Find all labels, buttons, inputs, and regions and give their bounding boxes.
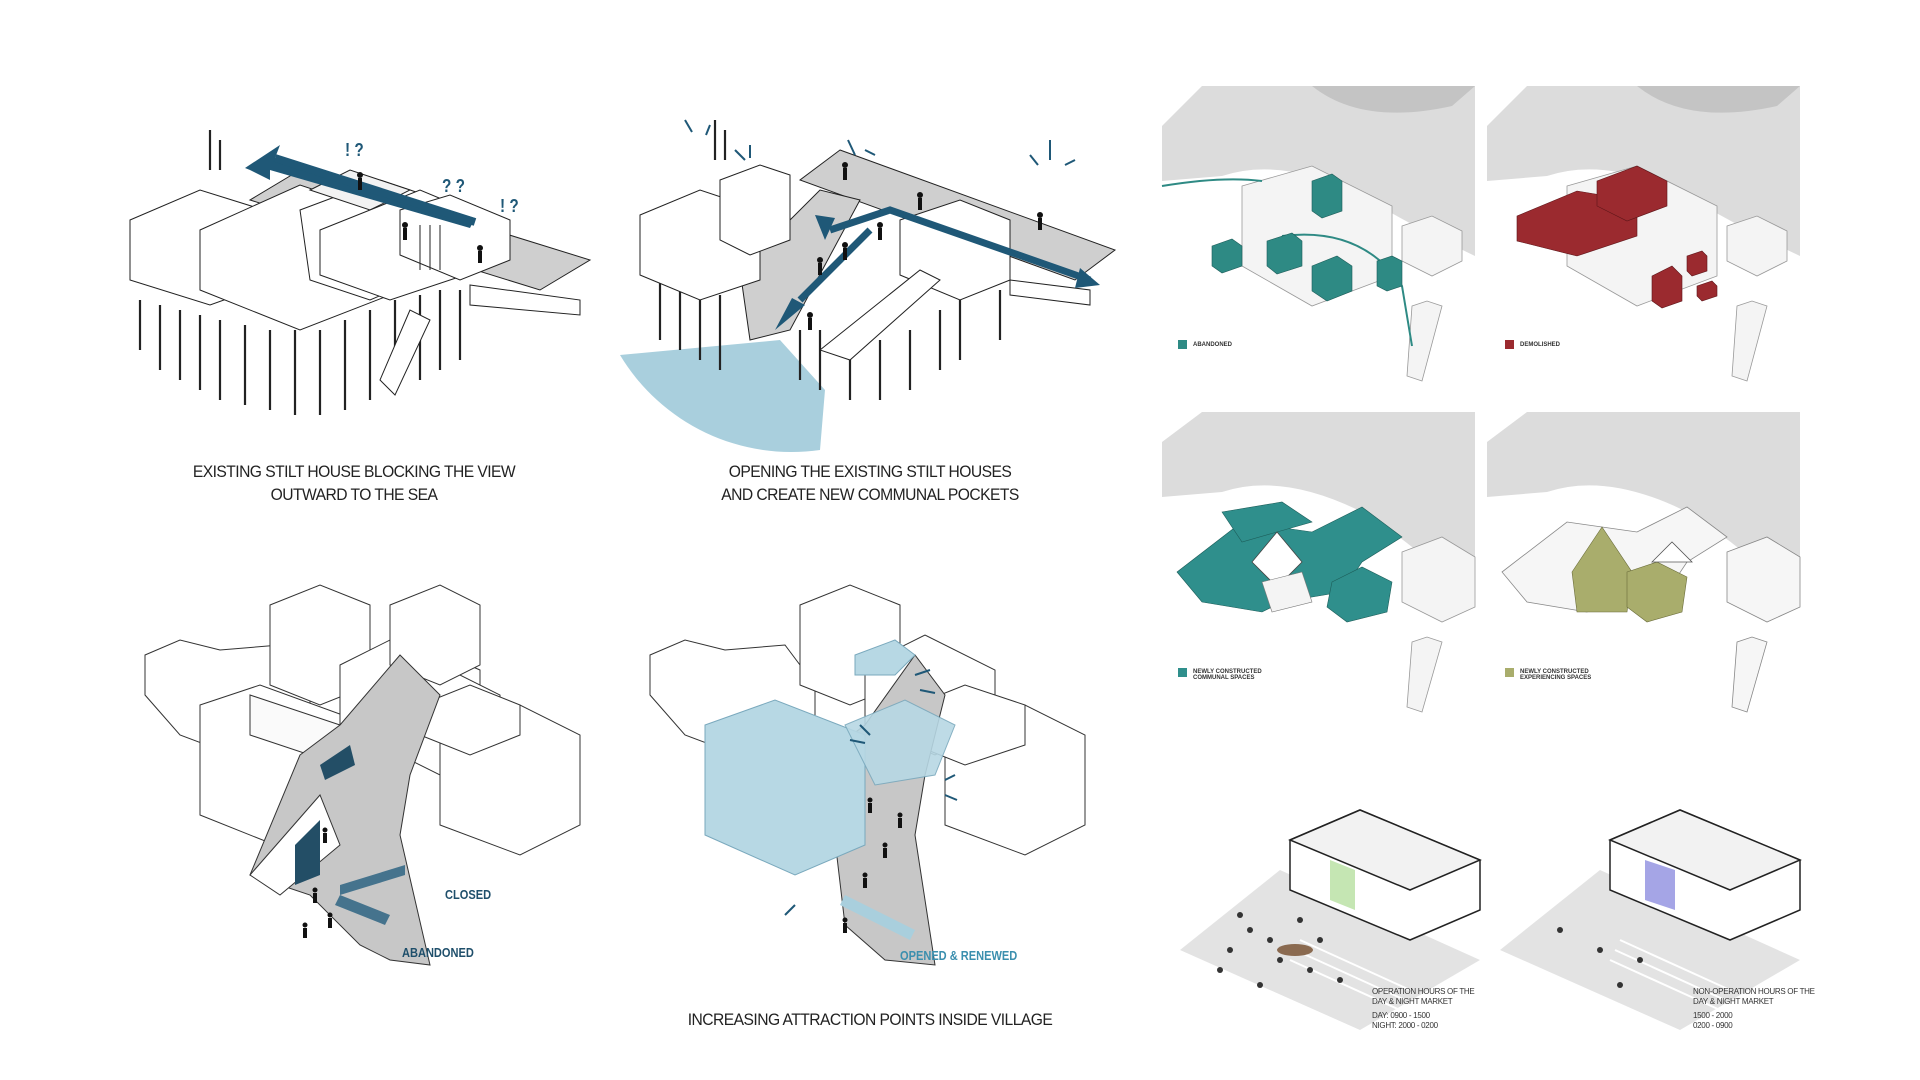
legend-swatch-demolished	[1505, 340, 1514, 349]
caption-existing-stilt-house: EXISTING STILT HOUSE BLOCKING THE VIEW O…	[170, 460, 538, 506]
caption-line: EXISTING STILT HOUSE BLOCKING THE VIEW	[192, 462, 516, 481]
legend-abandoned: ABANDONED	[1178, 340, 1232, 349]
note-title-line: DAY & NIGHT MARKET	[1372, 997, 1453, 1006]
note-title-line: DAY & NIGHT MARKET	[1693, 997, 1774, 1006]
label-closed: CLOSED	[445, 887, 492, 902]
village-closed-diagram	[144, 584, 581, 966]
legend-communal-spaces: NEWLY CONSTRUCTED COMMUNAL SPACES	[1178, 668, 1262, 681]
confused-marks-1: ! ?	[345, 140, 364, 160]
market-non-operation-hours-drawing	[1500, 809, 1802, 1030]
caption-line: OUTWARD TO THE SEA	[270, 485, 438, 504]
label-abandoned: ABANDONED	[402, 945, 474, 960]
legend-swatch-communal	[1178, 668, 1187, 677]
caption-increasing-attraction-points: INCREASING ATTRACTION POINTS INSIDE VILL…	[687, 1010, 1053, 1029]
label-opened-renewed: OPENED & RENEWED	[900, 948, 1018, 963]
legend-label: ABANDONED	[1193, 342, 1232, 348]
map-abandoned-buildings	[1161, 86, 1475, 382]
legend-label-line: COMMUNAL SPACES	[1193, 675, 1255, 681]
caption-line: OPENING THE EXISTING STILT HOUSES	[728, 462, 1012, 481]
legend-label: NEWLY CONSTRUCTED COMMUNAL SPACES	[1193, 668, 1262, 681]
legend-swatch-abandoned	[1178, 340, 1187, 349]
map-demolished-buildings	[1487, 86, 1800, 382]
legend-label: DEMOLISHED	[1520, 342, 1561, 348]
note-hours-line: NIGHT: 2000 - 0200	[1372, 1021, 1438, 1030]
legend-demolished: DEMOLISHED	[1505, 340, 1560, 349]
legend-label: NEWLY CONSTRUCTED EXPERIENCING SPACES	[1520, 668, 1591, 681]
non-operation-hours-note: NON-OPERATION HOURS OF THE DAY & NIGHT M…	[1693, 987, 1815, 1031]
market-operation-hours-drawing	[1180, 809, 1482, 1030]
legend-label-line: EXPERIENCING SPACES	[1520, 675, 1592, 681]
note-hours-line: DAY: 0900 - 1500	[1372, 1011, 1430, 1020]
caption-line: AND CREATE NEW COMMUNAL POCKETS	[721, 485, 1019, 504]
confused-marks-3: ! ?	[500, 196, 519, 216]
existing-stilt-house-diagram	[129, 130, 592, 415]
legend-label-line: NEWLY CONSTRUCTED	[1193, 669, 1262, 675]
opened-stilt-house-diagram	[620, 119, 1117, 453]
map-experiencing-spaces	[1487, 412, 1801, 713]
note-title-line: NON-OPERATION HOURS OF THE	[1693, 987, 1815, 996]
village-opened-diagram	[649, 584, 1086, 966]
operation-hours-note: OPERATION HOURS OF THE DAY & NIGHT MARKE…	[1372, 987, 1475, 1031]
note-title-line: OPERATION HOURS OF THE	[1372, 987, 1475, 996]
caption-opening-stilt-houses: OPENING THE EXISTING STILT HOUSES AND CR…	[686, 460, 1054, 506]
legend-swatch-experiencing	[1505, 668, 1514, 677]
confused-marks-2: ? ?	[442, 176, 465, 196]
legend-label-line: NEWLY CONSTRUCTED	[1520, 669, 1589, 675]
map-communal-spaces	[1162, 412, 1476, 713]
note-hours-line: 1500 - 2000	[1693, 1011, 1733, 1020]
note-hours-line: 0200 - 0900	[1693, 1021, 1733, 1030]
view-cone	[620, 340, 825, 453]
legend-experiencing-spaces: NEWLY CONSTRUCTED EXPERIENCING SPACES	[1505, 668, 1591, 681]
